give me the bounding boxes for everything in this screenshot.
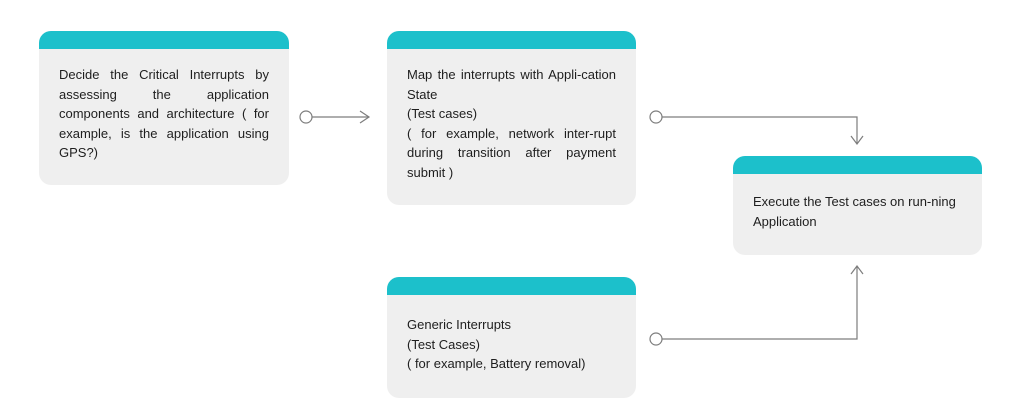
execute-test-cases-text: Execute the Test cases on run-ning Appli… [753,194,956,229]
generic-interrupts-box-header [387,277,636,295]
execute-test-cases-box-header [733,156,982,174]
execute-test-cases-box: Execute the Test cases on run-ning Appli… [733,156,982,255]
generic-interrupts-box: Generic Interrupts (Test Cases) ( for ex… [387,277,636,398]
map-interrupts-text: Map the interrupts with Appli-cation Sta… [407,67,616,180]
connector-start-critical [299,110,313,124]
connector-start-generic [649,332,663,346]
generic-interrupts-text: Generic Interrupts (Test Cases) ( for ex… [407,317,586,371]
critical-interrupts-box-header [39,31,289,49]
map-interrupts-box: Map the interrupts with Appli-cation Sta… [387,31,636,205]
connector-start-map [649,110,663,124]
critical-interrupts-box: Decide the Critical Interrupts by assess… [39,31,289,185]
map-interrupts-box-header [387,31,636,49]
connector-line-generic-to-execute [662,267,858,340]
arrowhead-down-icon [850,135,864,145]
connector-line-map-to-execute [662,116,858,144]
arrowhead-right-icon [359,110,371,124]
critical-interrupts-text: Decide the Critical Interrupts by assess… [59,67,269,160]
arrowhead-up-icon [850,265,864,275]
